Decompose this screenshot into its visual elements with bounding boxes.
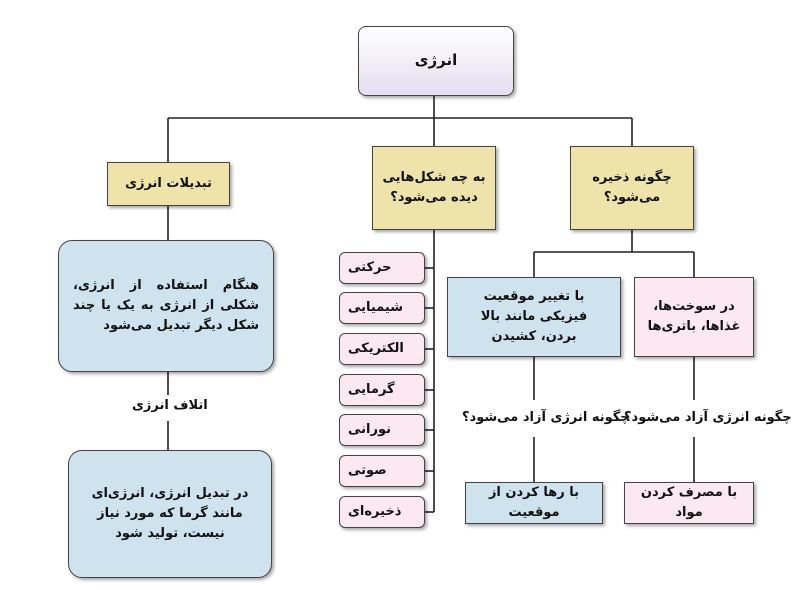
- forms-node: به چه شکل‌هایی دیده می‌شود؟: [372, 146, 496, 230]
- release-question-fuels: چگونه انرژی آزاد می‌شود؟: [624, 410, 792, 425]
- form-thermal: گرمایی: [339, 374, 425, 406]
- form-stored: ذخیره‌ای: [339, 496, 425, 528]
- storage-fuels-node: در سوخت‌ها، غذاها، باتری‌ها: [634, 277, 754, 357]
- energy-loss-description: در تبدیل انرژی، انرژی‌ای مانند گرما که م…: [68, 450, 272, 578]
- form-electrical: الکتریکی: [339, 333, 425, 365]
- root-node: انرژی: [358, 26, 514, 96]
- form-sound: صوتی: [339, 455, 425, 487]
- form-light: نورانی: [339, 414, 425, 446]
- release-fuels-node: با مصرف کردن مواد: [624, 482, 754, 524]
- release-position-node: با رها کردن از موقعیت: [465, 482, 603, 524]
- release-question-position: چگونه انرژی آزاد می‌شود؟: [462, 410, 630, 425]
- storage-node: چگونه ذخیره می‌شود؟: [570, 146, 694, 230]
- form-kinetic: حرکتی: [339, 252, 425, 284]
- storage-position-node: با تغییر موقعیت فیزیکی مانند بالا بردن، …: [447, 277, 621, 357]
- transformation-description: هنگام استفاده از انرژی، شکلی از انرژی به…: [58, 240, 274, 372]
- form-chemical: شیمیایی: [339, 292, 425, 324]
- transformations-node: تبدیلات انرژی: [107, 162, 230, 206]
- energy-loss-label: اتلاف انرژی: [132, 398, 208, 413]
